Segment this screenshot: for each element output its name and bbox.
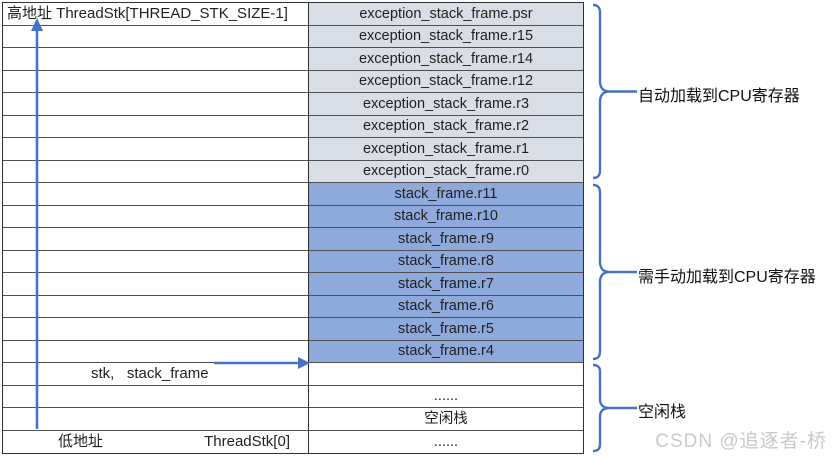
stack-cell: stack_frame.r9 <box>309 228 583 251</box>
address-column-cell <box>3 273 309 296</box>
stack-cell: stack_frame.r4 <box>309 340 583 363</box>
address-column-cell <box>3 48 309 71</box>
up-arrow-icon <box>31 18 43 429</box>
address-column-cell <box>3 160 309 183</box>
stack-cell: exception_stack_frame.r14 <box>309 48 583 71</box>
stack-cell: exception_stack_frame.r0 <box>309 160 583 183</box>
address-column-cell <box>3 385 309 408</box>
address-column-cell <box>3 115 309 138</box>
address-column-cell <box>3 205 309 228</box>
stack-cell: exception_stack_frame.r12 <box>309 70 583 93</box>
stack-cell: exception_stack_frame.psr <box>309 3 583 26</box>
address-column-cell <box>3 70 309 93</box>
address-column-cell <box>3 295 309 318</box>
low-address-label: 低地址 <box>58 433 104 451</box>
stack-cell: exception_stack_frame.r1 <box>309 138 583 161</box>
stack-cell: stack_frame.r11 <box>309 183 583 206</box>
high-address-label: 高地址 ThreadStk[THREAD_STK_SIZE-1] <box>3 3 309 26</box>
stack-cell: exception_stack_frame.r3 <box>309 93 583 116</box>
stack-cell <box>309 363 583 386</box>
stack-cell: exception_stack_frame.r15 <box>309 25 583 48</box>
threadstk0-label: ThreadStk[0] <box>204 433 290 451</box>
address-column-cell <box>3 318 309 341</box>
stack-cell: stack_frame.r10 <box>309 205 583 228</box>
brace-manual-load <box>592 183 637 361</box>
auto-load-label: 自动加载到CPU寄存器 <box>638 88 800 105</box>
stack-cell: exception_stack_frame.r2 <box>309 115 583 138</box>
address-column-cell <box>3 138 309 161</box>
stack-cell: stack_frame.r7 <box>309 273 583 296</box>
address-column-cell <box>3 25 309 48</box>
stack-pointer-label: stk, stack_frame <box>3 363 309 386</box>
stack-table: 高地址 ThreadStk[THREAD_STK_SIZE-1] excepti… <box>2 2 584 454</box>
stack-cell: stack_frame.r5 <box>309 318 583 341</box>
right-arrow-icon <box>214 357 310 369</box>
address-column-cell <box>3 408 309 431</box>
stack-cell: ...... <box>309 430 583 453</box>
brace-free-stack <box>592 363 637 453</box>
address-column-cell <box>3 93 309 116</box>
brace-auto-load <box>592 3 637 180</box>
stack-cell: stack_frame.r6 <box>309 295 583 318</box>
free-stack-label: 空闲栈 <box>638 404 687 421</box>
stack-cell: stack_frame.r8 <box>309 250 583 273</box>
address-column-cell <box>3 228 309 251</box>
address-column-cell <box>3 250 309 273</box>
address-column-cell <box>3 340 309 363</box>
stack-cell: ...... <box>309 385 583 408</box>
csdn-watermark: CSDN @追逐者-桥 <box>655 431 827 452</box>
stack-cell: 空闲栈 <box>309 408 583 431</box>
manual-load-label: 需手动加载到CPU寄存器 <box>638 269 816 286</box>
address-column-cell <box>3 183 309 206</box>
low-address-row: 低地址 ThreadStk[0] <box>3 430 309 453</box>
